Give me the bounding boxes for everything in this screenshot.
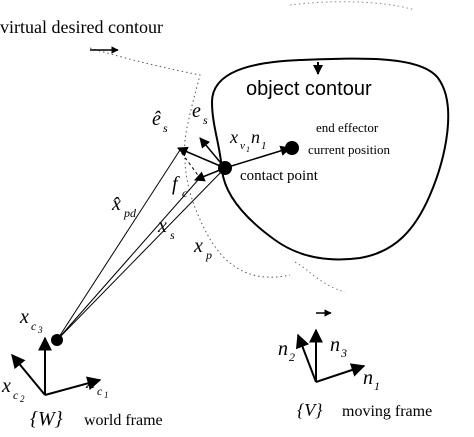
- svg-text:v: v: [240, 140, 245, 152]
- svg-text:s: s: [203, 113, 208, 127]
- svg-text:s: s: [170, 228, 175, 242]
- svg-text:1: 1: [246, 145, 250, 154]
- svg-text:x: x: [157, 215, 167, 237]
- moving-axis-n2: [295, 333, 317, 383]
- svg-text:s: s: [163, 121, 168, 135]
- f-c-label: f c: [172, 173, 188, 200]
- svg-text:x: x: [1, 375, 11, 397]
- svg-text:x: x: [229, 127, 238, 147]
- svg-text:1: 1: [104, 390, 109, 400]
- world-axis-xc2: [11, 353, 46, 396]
- svg-text:c: c: [13, 388, 19, 402]
- x-c2-label: x c 2: [1, 375, 25, 404]
- e-s-hat-arrow: [177, 146, 226, 169]
- svg-text:x: x: [85, 371, 95, 393]
- f-c-arrow: [194, 167, 226, 182]
- x-s-vector: [56, 179, 199, 341]
- svg-text:n: n: [251, 127, 260, 147]
- virtual-desired-contour-top: [289, 1, 416, 11]
- n3-label: n 3: [330, 334, 347, 360]
- svg-text:n: n: [363, 367, 373, 389]
- contact-point-label: contact point: [240, 168, 319, 184]
- x-pd-hat-label: x̂ pd: [111, 193, 137, 220]
- svg-text:e: e: [192, 100, 201, 122]
- svg-text:3: 3: [37, 325, 43, 335]
- svg-text:pd: pd: [123, 206, 137, 220]
- end-effector-marker: [285, 141, 299, 155]
- n1-label: n 1: [363, 367, 380, 393]
- svg-text:2: 2: [20, 394, 25, 404]
- x-pd-hat-vector: [56, 149, 181, 341]
- moving-frame-symbol: {V}: [297, 400, 323, 420]
- e-s-arrow: [199, 137, 226, 169]
- virtual-desired-contour-label: virtual desired contour: [0, 17, 163, 37]
- end-effector-label-line2: current position: [308, 142, 390, 157]
- svg-text:c: c: [97, 384, 103, 398]
- svg-text:x̂: x̂: [111, 193, 121, 215]
- x-v1-n1-arrow: [224, 145, 292, 169]
- object-contour-label: object contour: [246, 78, 372, 100]
- moving-frame-caption: moving frame: [342, 403, 432, 420]
- world-frame-symbol: {W}: [30, 408, 63, 430]
- x-v1-n1-label: x v 1 n 1: [229, 127, 267, 154]
- svg-text:c: c: [182, 186, 188, 200]
- svg-text:n: n: [278, 338, 288, 360]
- n2-label: n 2: [278, 338, 295, 364]
- svg-text:c: c: [31, 319, 37, 333]
- x-c3-label: x c 3: [19, 306, 43, 335]
- world-frame-caption: world frame: [84, 412, 163, 429]
- virtual-desired-contour-curve: [89, 47, 291, 278]
- x-c1-label: x c 1: [85, 371, 109, 400]
- world-axis-xc1: [44, 376, 102, 396]
- x-p-vector: [56, 167, 226, 341]
- svg-text:2: 2: [289, 350, 295, 364]
- virtual-desired-contour-bottom: [294, 261, 346, 293]
- svg-text:1: 1: [261, 140, 267, 152]
- svg-text:f: f: [172, 173, 180, 195]
- object-contour-shape: [210, 57, 450, 261]
- dashed-tangent: [177, 147, 201, 179]
- svg-text:x: x: [19, 306, 29, 328]
- svg-text:ê: ê: [152, 108, 161, 130]
- end-effector-label-line1: end effector: [316, 120, 379, 135]
- e-s-hat-label: ê s: [152, 108, 168, 135]
- svg-text:p: p: [205, 248, 212, 262]
- e-s-label: e s: [192, 100, 208, 127]
- svg-text:1: 1: [374, 379, 380, 393]
- x-s-label: x s: [157, 215, 175, 242]
- x-p-label: x p: [193, 235, 212, 262]
- svg-text:n: n: [330, 334, 340, 356]
- svg-text:3: 3: [340, 346, 347, 360]
- svg-text:x: x: [193, 235, 203, 257]
- moving-axis-n1: [315, 363, 366, 383]
